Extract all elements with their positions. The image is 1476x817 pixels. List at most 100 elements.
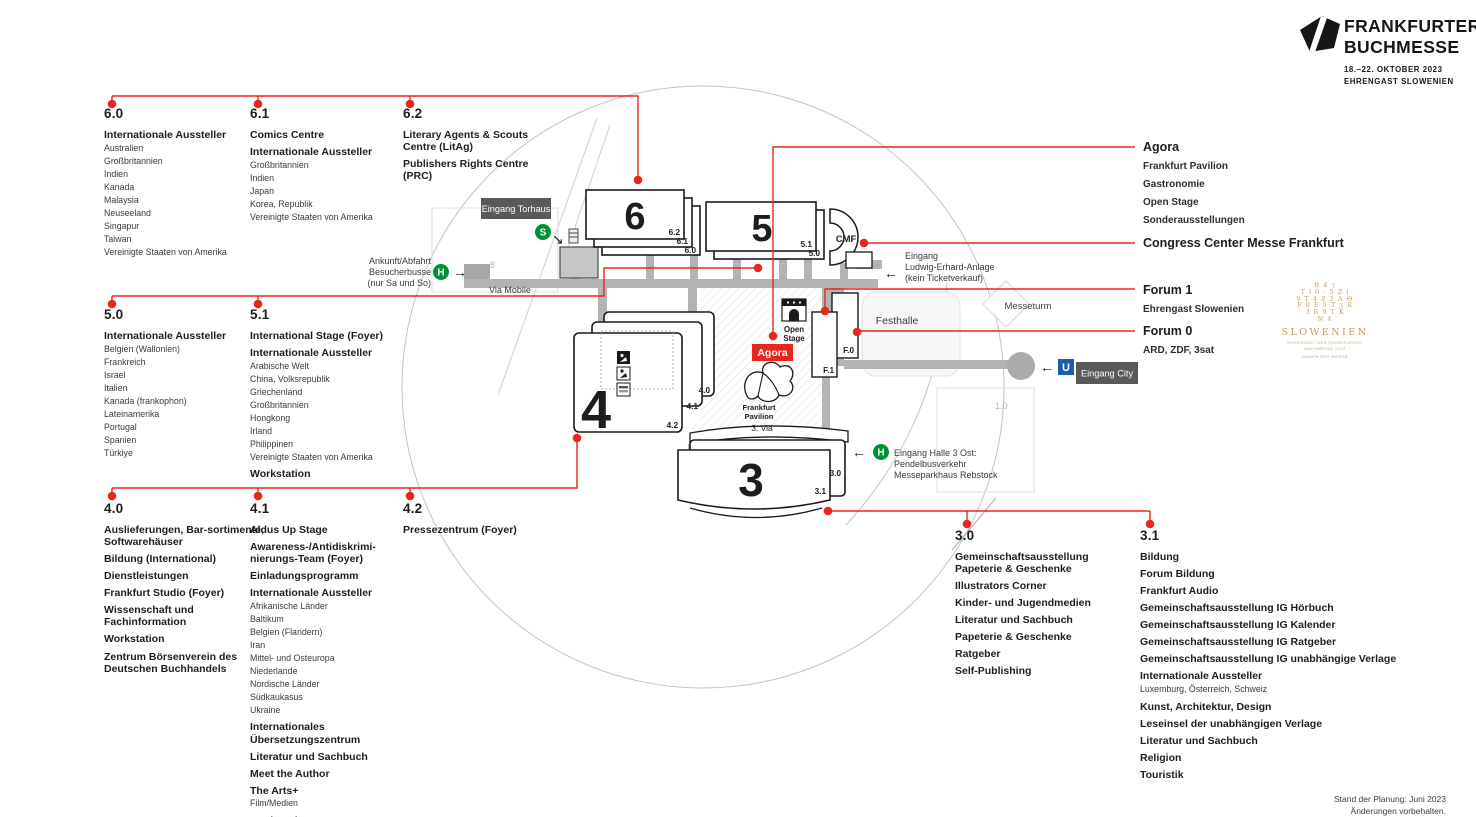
legend-connector-dots	[107, 99, 1155, 529]
hall-5-number: 5	[751, 208, 772, 250]
legend-subitem: Ukraine	[250, 704, 281, 715]
sbahn-icon	[535, 224, 551, 240]
legend-item: Internationale Aussteller	[250, 587, 373, 600]
h-glyph: H	[877, 448, 884, 459]
svg-text:(nur Sa und So): (nur Sa und So)	[367, 278, 431, 288]
legend-subitem: Baltikum	[250, 613, 284, 624]
svg-text:Ludwig-Erhard-Anlage: Ludwig-Erhard-Anlage	[905, 262, 995, 272]
svg-text:Eingang Halle 3 Ost:: Eingang Halle 3 Ost:	[894, 448, 977, 458]
legend-congress-center: Congress Center Messe Frankfurt	[1143, 236, 1403, 251]
legend-subitem: Südkaukasus	[250, 691, 303, 702]
legend-item: Gemeinschaftsausstellung IG Ratgeber	[1140, 636, 1337, 649]
legend-6-2: 6.2 Literary Agents & Scouts Centre (Lit…	[403, 106, 538, 182]
pavilion-label-2: Pavilion	[745, 412, 774, 421]
legend-subitem: Belgien (Flandern)	[250, 626, 323, 637]
pavilion-label: Frankfurt	[743, 403, 776, 412]
halle3-ost-arrow-icon: ←	[852, 444, 866, 460]
ubahn-icon	[1058, 359, 1074, 375]
agora-plaza-hatch	[692, 288, 822, 437]
ghost-hall-8-label: 8	[490, 260, 495, 270]
legend-subitem: Griechenland	[250, 386, 303, 397]
legend-item: Leseinsel der unabhängigen Verlage	[1140, 717, 1323, 730]
svg-text:Messeparkhaus Rebstock: Messeparkhaus Rebstock	[894, 470, 998, 480]
cmf-entrance-block	[845, 251, 873, 269]
slovenia-subline-1: EHRENGAST DER FRANKFURTER BUCHMESSE 2023	[1287, 339, 1363, 351]
forum-1-title: Forum 1	[1143, 283, 1193, 297]
ghost-hall-1-label: 1.0	[995, 401, 1008, 411]
brand-date: 18.–22. OKTOBER 2023	[1344, 65, 1443, 75]
legend-subitem: Malaysia	[104, 194, 139, 205]
city-plaza	[1007, 352, 1035, 380]
legend-subitem: Spanien	[104, 434, 137, 445]
section-number: 4.0	[104, 501, 124, 516]
slovenia-subline-2: WABEN DER WORTE	[1301, 353, 1348, 359]
legend-subitem: Hongkong	[250, 412, 291, 423]
legend-item: F 0 E 5 T ʒ R	[1297, 301, 1353, 310]
legend-subitem: Philippinen	[250, 438, 294, 449]
legend-item: Bildung	[1140, 551, 1180, 563]
halle3-ost-h-icon	[873, 444, 889, 460]
legend-item: Meet the Author	[250, 767, 330, 780]
legend-subitem: Vereinigte Staaten von Amerika	[250, 451, 373, 462]
info-icon	[617, 351, 630, 364]
footer-line-1: Stand der Planung: Juni 2023	[1333, 794, 1446, 804]
hall-4-number: 4	[581, 380, 611, 440]
legend-item: T l 0 · 5 Z l	[1300, 287, 1350, 296]
legend-subitem: Niederlande	[250, 665, 298, 676]
legend-subitem: Irland	[250, 425, 273, 436]
svg-text:Besucherbusse: Besucherbusse	[369, 267, 431, 277]
legend-item: Gemeinschaftsausstellung Papeterie & Ges…	[955, 551, 1089, 576]
legend-item: Literatur und Sachbuch	[955, 614, 1073, 627]
legend-item: Literatur und Sachbuch	[1140, 734, 1258, 747]
legend-forum-0: Forum 0 ARD, ZDF, 3sat	[1143, 324, 1373, 357]
legend-item: Illustrators Corner	[955, 580, 1047, 593]
open-stage-icon	[781, 298, 807, 322]
legend-item: Awareness-/Antidiskrimi-nierungs-Team (F…	[250, 541, 376, 566]
legend-4-0: 4.0 Auslieferungen, Bar-sortimente, Soft…	[104, 501, 264, 675]
legend-item: Literary Agents & Scouts Centre (LitAg)	[403, 129, 529, 154]
legend-subitem: Indien	[104, 168, 128, 179]
legend-subitem: Singapur	[104, 220, 140, 231]
legend-5-1: 5.1 International Stage (Foyer)Internati…	[250, 307, 400, 480]
legend-item: Gastronomie	[1143, 179, 1205, 190]
hall-5-level-50: 5.0	[809, 249, 821, 258]
hall-3	[677, 439, 846, 519]
torhaus-entrance-badge	[481, 198, 551, 219]
legend-subitem: Luxemburg, Österreich, Schweiz	[1140, 684, 1268, 694]
bus-stop-pad	[464, 264, 490, 283]
hall-3-number: 3	[738, 454, 764, 506]
forum-0-title: Forum 0	[1143, 324, 1193, 338]
city-entrance-label: Eingang City	[1081, 369, 1133, 379]
section-number: 5.1	[250, 307, 270, 322]
section-number: 5.0	[104, 307, 124, 322]
legend-item: Open Stage	[1143, 197, 1199, 208]
bus-stop-h-icon	[433, 264, 449, 280]
legend-item: Internationale Aussteller	[250, 146, 373, 159]
torhaus-arrow-icon: ↘	[552, 231, 564, 247]
police-icon	[616, 382, 631, 397]
legend-subitem: Vereinigte Staaten von Amerika	[250, 211, 373, 222]
legend-subitem: Afrikanische Länder	[250, 600, 328, 611]
legend-item: ARD, ZDF, 3sat	[1143, 345, 1215, 356]
legend-subitem: Großbritannien	[250, 399, 309, 410]
cmf-label: CMF	[836, 234, 857, 245]
footer-line-2: Änderungen vorbehalten.	[1350, 806, 1446, 817]
brand-guest: EHRENGAST SLOWENIEN	[1344, 77, 1454, 87]
legend-subitem: Indien	[250, 172, 274, 183]
hall-6-level-61: 6.1	[677, 237, 689, 246]
legend-item: Workstation	[104, 633, 165, 646]
legend-subitem: China, Volksrepublik	[250, 373, 330, 384]
legend-item: Internationale Aussteller	[1140, 670, 1263, 683]
forum-building	[811, 292, 859, 378]
legend-subitem: Mittel- und Osteuropa	[250, 652, 335, 663]
festhalle-label: Festhalle	[876, 315, 919, 327]
legend-item: Einladungsprogramm	[250, 570, 359, 583]
legend-subitem: Iran	[250, 639, 266, 650]
open-stage-label-2: Stage	[783, 334, 805, 343]
legend-item: Dienstleistungen	[104, 570, 189, 583]
legend-item: Comics Centre	[250, 129, 325, 141]
legend-item: Forum Bildung	[1140, 568, 1215, 581]
